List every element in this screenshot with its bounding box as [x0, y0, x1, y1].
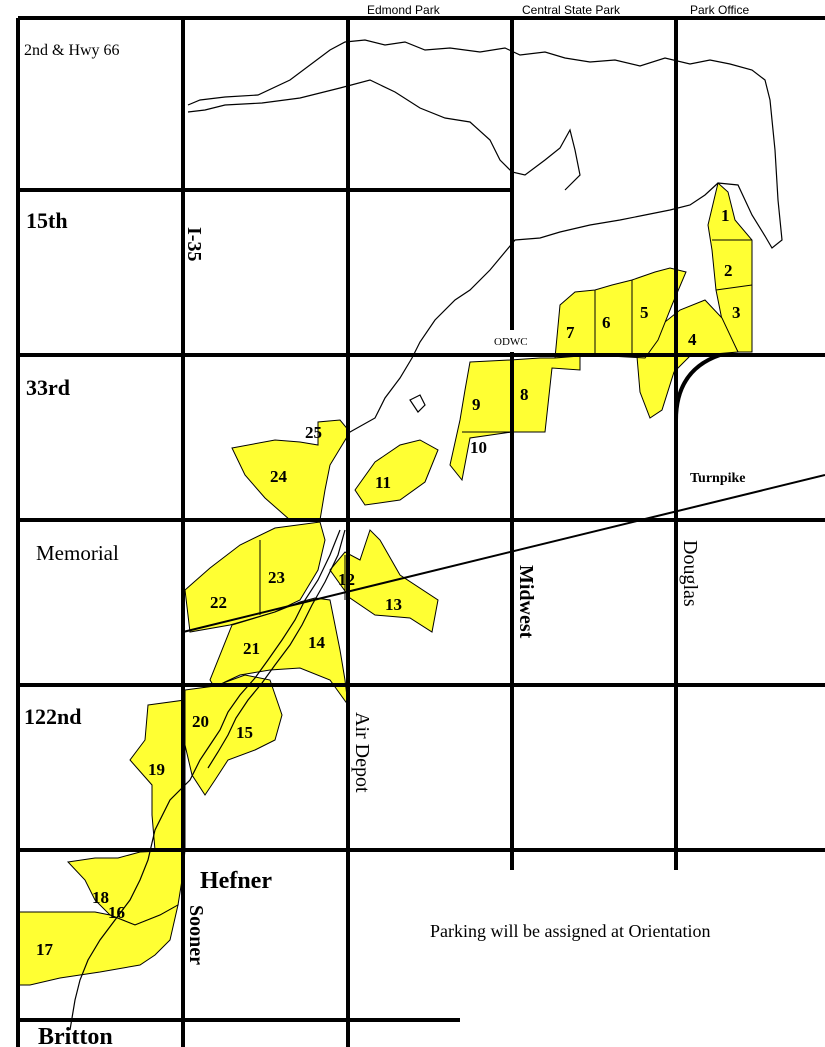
- edmond-park-label[interactable]: Edmond Park: [367, 3, 441, 17]
- zone-13[interactable]: 13: [385, 595, 402, 614]
- central-state-park-label[interactable]: Central State Park: [522, 3, 621, 17]
- britton-label: Britton: [38, 1024, 113, 1047]
- odwc-label[interactable]: ODWC: [494, 336, 528, 348]
- turnpike-label: Turnpike: [690, 471, 746, 486]
- zone-numbers: 1 2 3 4 5 6 7 8 9 10 11 12 13 14 15 16 1…: [36, 206, 741, 959]
- road-grid: [16, 16, 825, 1047]
- road-labels: I-35 Midwest Douglas Air Depot Sooner Tu…: [183, 227, 746, 965]
- street-33rd-label: 33rd: [26, 375, 70, 400]
- street-15th-label: 15th: [26, 208, 68, 233]
- park-office-label[interactable]: Park Office: [690, 3, 749, 17]
- zone-area-8-10[interactable]: [449, 355, 581, 482]
- south-shoreline: [349, 182, 719, 433]
- zone-7[interactable]: 7: [566, 323, 575, 342]
- zone-4[interactable]: 4: [688, 330, 697, 349]
- zone-16[interactable]: 16: [108, 903, 125, 922]
- zone-6[interactable]: 6: [602, 313, 611, 332]
- zone-22[interactable]: 22: [210, 593, 227, 612]
- river: [69, 529, 341, 1031]
- douglas-label: Douglas: [679, 540, 701, 607]
- zone-23[interactable]: 23: [268, 568, 285, 587]
- zone-2[interactable]: 2: [724, 261, 733, 280]
- turnpike-road: [182, 474, 825, 633]
- zone-21[interactable]: 21: [243, 639, 260, 658]
- midwest-label: Midwest: [515, 565, 537, 639]
- zone-area-22-23[interactable]: [184, 521, 326, 633]
- zone-3[interactable]: 3: [732, 303, 741, 322]
- zone-19[interactable]: 19: [148, 760, 165, 779]
- zone-10[interactable]: 10: [470, 438, 487, 457]
- memorial-label: Memorial: [36, 541, 119, 565]
- zone-8[interactable]: 8: [520, 385, 529, 404]
- zone-17[interactable]: 17: [36, 940, 54, 959]
- zone-11[interactable]: 11: [375, 473, 391, 492]
- river-bank: [207, 529, 346, 769]
- zone-15[interactable]: 15: [236, 723, 253, 742]
- odwc-box: [490, 330, 542, 352]
- island: [409, 394, 426, 413]
- sooner-label: Sooner: [185, 905, 207, 965]
- zone-area-12-13[interactable]: [329, 529, 439, 633]
- north-shoreline: [187, 39, 783, 249]
- zone-area-17[interactable]: [17, 904, 179, 986]
- north-shoreline-inner: [187, 79, 581, 191]
- zone-18[interactable]: 18: [92, 888, 109, 907]
- zone-5[interactable]: 5: [640, 303, 649, 322]
- zone-9[interactable]: 9: [472, 395, 481, 414]
- street-122nd-label: 122nd: [24, 704, 81, 729]
- zone-area-11[interactable]: [354, 439, 439, 506]
- parking-note: Parking will be assigned at Orientation: [430, 921, 710, 941]
- lake-shoreline: [69, 39, 783, 1031]
- zone-25[interactable]: 25: [305, 423, 322, 442]
- zone-1[interactable]: 1: [721, 206, 730, 225]
- zone-area-15-20[interactable]: [184, 674, 283, 796]
- i35-label: I-35: [183, 227, 205, 261]
- zone-area-24-25[interactable]: [231, 419, 351, 521]
- row-labels: 2nd & Hwy 66 15th 33rd Memorial 122nd He…: [24, 42, 272, 1047]
- zone-20[interactable]: 20: [192, 712, 209, 731]
- zone-12[interactable]: 12: [338, 570, 355, 589]
- top-labels: Edmond Park Central State Park Park Offi…: [367, 3, 749, 17]
- parking-zones: [17, 182, 753, 986]
- hwy66-label: 2nd & Hwy 66: [24, 42, 120, 59]
- hefner-label: Hefner: [200, 868, 272, 894]
- zone-24[interactable]: 24: [270, 467, 288, 486]
- zone-14[interactable]: 14: [308, 633, 326, 652]
- air-depot-label: Air Depot: [351, 712, 373, 793]
